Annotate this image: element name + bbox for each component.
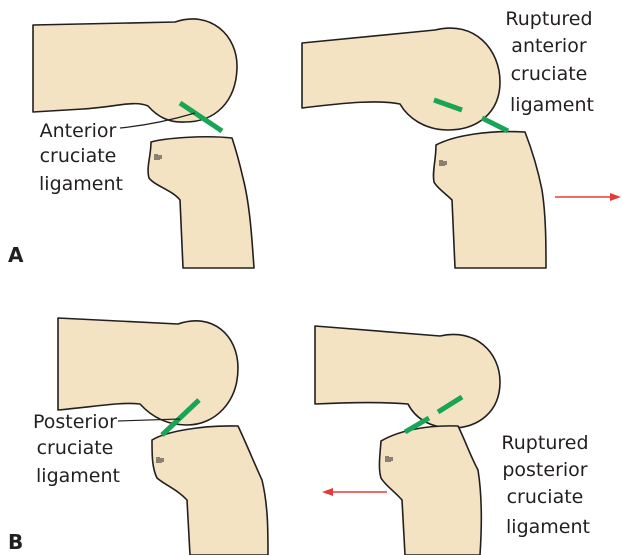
- panel-a-letter: A: [8, 243, 24, 267]
- femur: [315, 326, 500, 428]
- ruptured-acl-lower-stump: [482, 118, 508, 131]
- tibia: [152, 426, 268, 555]
- femur: [302, 28, 500, 130]
- tibia: [379, 426, 481, 555]
- femur: [33, 19, 237, 122]
- panel-b-ruptured-knee: [315, 326, 500, 555]
- acl-label: Anterior cruciate ligament: [39, 120, 123, 195]
- pcl-label: Posterior cruciate ligament: [33, 411, 123, 487]
- posterior-displacement-arrow-head: [322, 488, 333, 496]
- panel-a-intact-knee: [33, 19, 254, 268]
- tibia: [148, 137, 254, 268]
- femur: [58, 318, 238, 425]
- tibia: [433, 132, 546, 268]
- ruptured-pcl-label: Ruptured posterior cruciate ligament: [501, 432, 594, 538]
- panel-b-letter: B: [8, 530, 23, 554]
- ruptured-acl-label: Ruptured anterior cruciate ligament: [505, 8, 598, 116]
- anterior-displacement-arrow-head: [610, 193, 621, 201]
